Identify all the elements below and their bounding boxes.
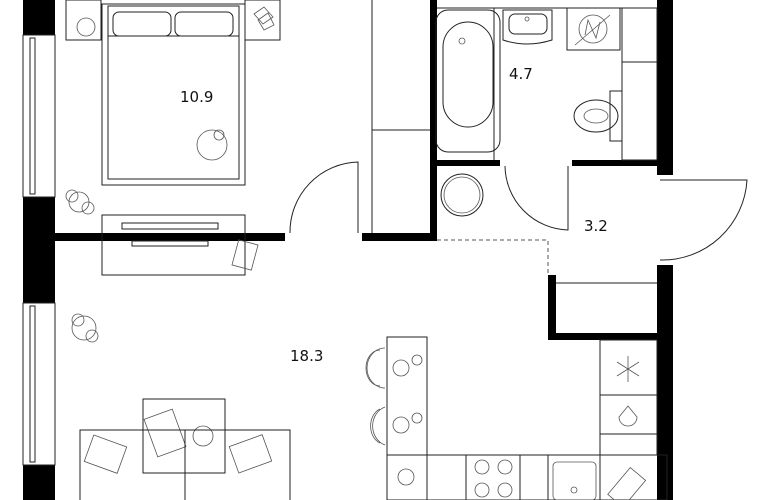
door-bathroom[interactable] (504, 165, 569, 231)
lamp-icon (76, 17, 96, 37)
sink-icon (552, 461, 597, 500)
fridge-snowflake-icon (616, 356, 640, 382)
nightstand-right (244, 0, 281, 41)
plant-icon (65, 189, 95, 215)
washing-machine (566, 7, 621, 51)
plant-icon (71, 313, 99, 343)
toilet (573, 90, 623, 142)
sink (502, 9, 553, 45)
cat-icon (196, 129, 228, 161)
room-area-bathroom: 4.7 (509, 65, 533, 83)
bed (101, 3, 246, 186)
water-drop-icon (618, 405, 638, 427)
zone-boundary (437, 239, 549, 275)
bar-stools (365, 347, 386, 446)
door-bedroom[interactable] (289, 161, 359, 234)
wardrobe (371, 0, 430, 233)
books-icon (253, 6, 275, 31)
window-bedroom (22, 34, 56, 198)
kitchen-counter (386, 336, 668, 500)
boiler (440, 173, 484, 217)
coffee-table (142, 398, 226, 474)
room-area-hallway: 3.2 (584, 217, 608, 235)
bathtub (435, 9, 501, 153)
room-area-living-kitchen: 18.3 (290, 347, 323, 365)
tv-unit (101, 214, 259, 276)
window-living (22, 302, 56, 466)
sofa-top (79, 429, 291, 500)
walls (23, 0, 673, 500)
room-area-bedroom: 10.9 (180, 88, 213, 106)
stove-icon (474, 459, 513, 498)
kettle-icon (397, 468, 415, 486)
installation-box (621, 7, 658, 161)
cutting-board-icon (607, 466, 647, 500)
door-entrance[interactable] (659, 179, 748, 261)
nightstand-left (65, 0, 102, 41)
